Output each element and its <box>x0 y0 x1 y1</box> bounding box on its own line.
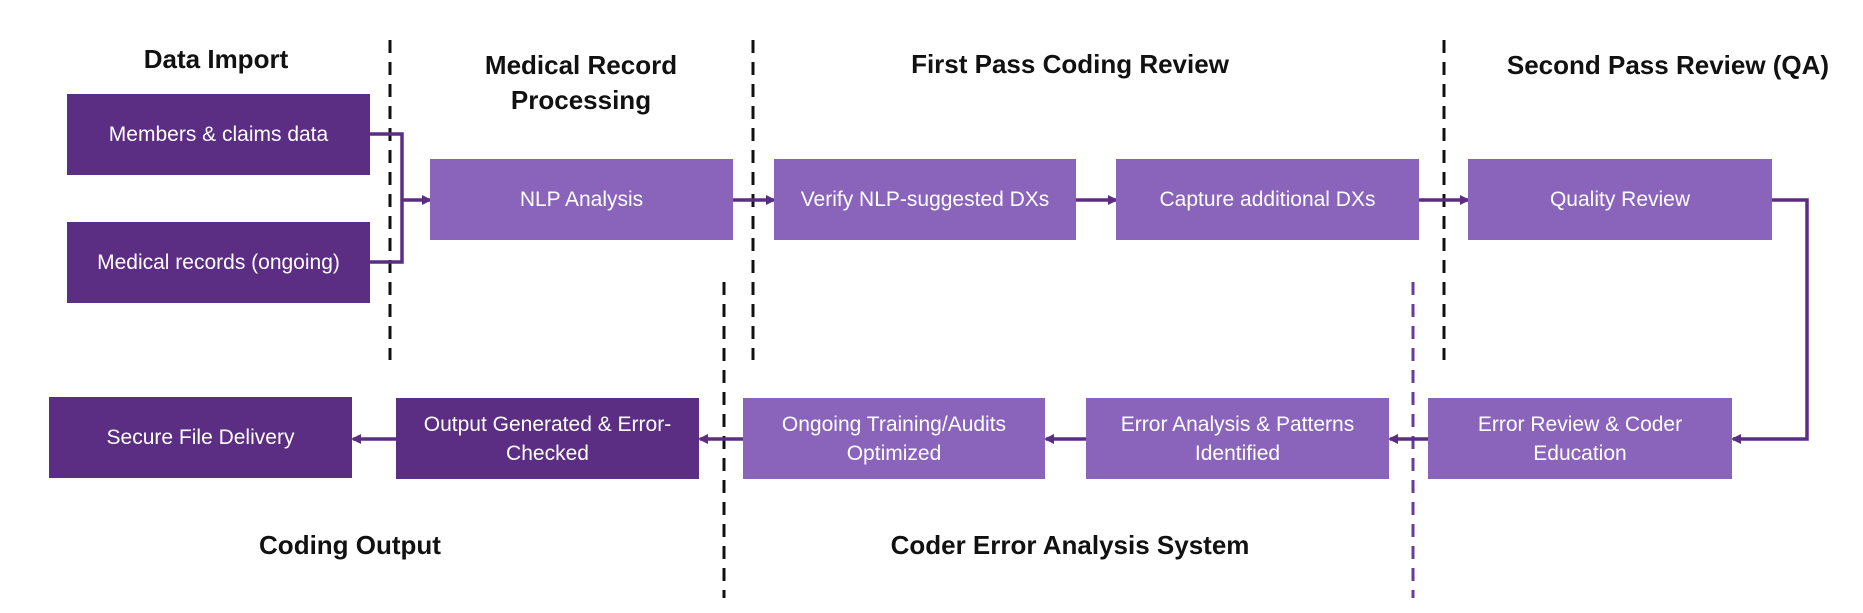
box-label: Capture additional DXs <box>1159 188 1376 211</box>
box-label: Error Analysis & Patterns Identified <box>1120 412 1355 465</box>
box-medical-records: Medical records (ongoing) <box>67 222 370 303</box>
section-title-coding-output: Coding Output <box>259 530 441 560</box>
section-title-coder-error-analysis: Coder Error Analysis System <box>890 530 1250 560</box>
box-label: Secure File Delivery <box>106 426 295 449</box>
box-error-review-coder-education: Error Review & Coder Education <box>1428 398 1732 479</box>
box-quality-review: Quality Review <box>1468 159 1772 240</box>
box-members-claims-data: Members & claims data <box>67 94 370 175</box>
connector-merge-to-nlp <box>370 132 430 264</box>
box-label: Ongoing Training/Audits Optimized <box>781 412 1007 465</box>
box-ongoing-training-audits: Ongoing Training/Audits Optimized <box>743 398 1045 479</box>
box-label: NLP Analysis <box>519 188 644 211</box>
section-title-data-import: Data Import <box>143 44 289 74</box>
box-verify-nlp-suggested-dxs: Verify NLP-suggested DXs <box>774 159 1076 240</box>
box-error-analysis-patterns: Error Analysis & Patterns Identified <box>1086 398 1389 479</box>
box-nlp-analysis: NLP Analysis <box>430 159 733 240</box>
section-title-second-pass-review: Second Pass Review (QA) <box>1506 50 1830 80</box>
box-label: Quality Review <box>1549 188 1691 211</box>
box-label: Members & claims data <box>108 123 329 146</box>
box-label: Medical records (ongoing) <box>97 251 340 274</box>
box-capture-additional-dxs: Capture additional DXs <box>1116 159 1419 240</box>
box-output-generated-error-checked: Output Generated & Error- Checked <box>396 398 699 479</box>
box-label: Error Review & Coder Education <box>1477 412 1683 465</box>
box-secure-file-delivery: Secure File Delivery <box>49 397 352 478</box>
box-label: Output Generated & Error- Checked <box>423 412 672 465</box>
section-title-first-pass-coding-review: First Pass Coding Review <box>911 49 1229 79</box>
connector-quality-to-error-review <box>1731 198 1809 444</box>
section-title-medical-record-processing: Medical Record Processing <box>484 50 678 115</box>
box-label: Verify NLP-suggested DXs <box>800 188 1050 211</box>
